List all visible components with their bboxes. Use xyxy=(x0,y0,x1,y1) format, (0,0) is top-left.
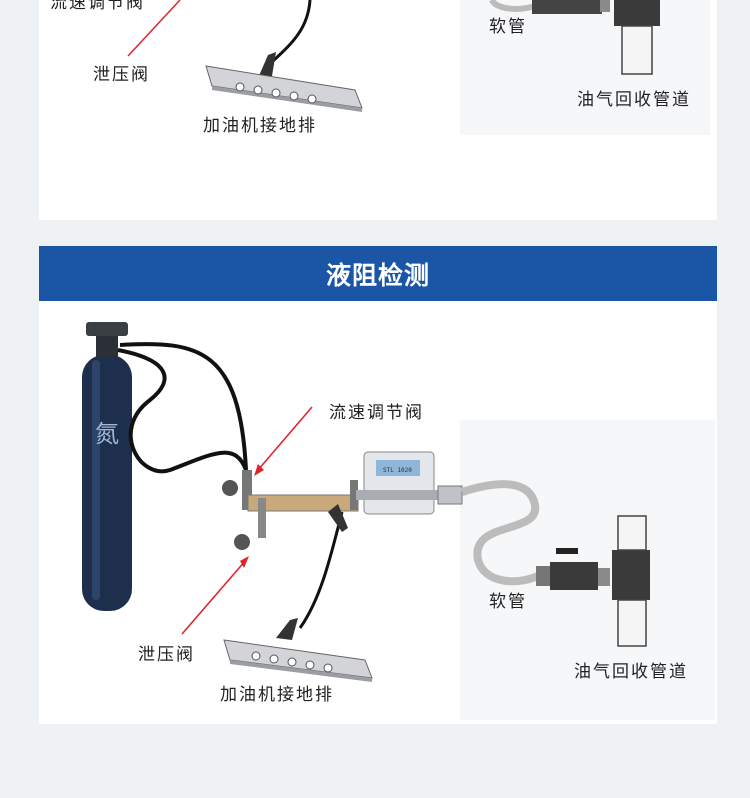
flow-meter-icon xyxy=(356,451,463,515)
top-relief-arrow xyxy=(127,0,181,57)
relief-valve-arrowhead xyxy=(240,556,249,568)
top-ground-clamp xyxy=(258,52,276,78)
vapor-pipe-label: 油气回收管道 xyxy=(574,662,688,682)
ground-clamp xyxy=(276,618,298,640)
meter-clamp xyxy=(328,504,348,532)
flow-valve-arrowhead xyxy=(254,464,264,476)
top-valve-icon xyxy=(532,0,660,26)
flow-valve-arrow xyxy=(257,406,313,471)
section-title: 液阻检测 xyxy=(325,260,430,290)
ground-bar-icon xyxy=(223,639,373,682)
pipe-icon xyxy=(617,515,647,647)
flow-valve-label: 流速调节阀 xyxy=(329,403,424,423)
cylinder-hose-1 xyxy=(119,342,248,471)
meter-display: STL 1020 xyxy=(383,467,412,474)
hose-icon xyxy=(460,480,542,586)
section-header: 液阻检测 xyxy=(39,246,717,301)
top-ground-bar-icon xyxy=(205,65,363,112)
top-ground-cable xyxy=(270,0,312,64)
top-vapor-pipe-label: 油气回收管道 xyxy=(577,90,691,110)
top-flow-valve-label: 流速调节阀 xyxy=(50,0,145,13)
hose-label: 软管 xyxy=(489,592,527,612)
relief-valve-label: 泄压阀 xyxy=(138,645,195,665)
vapor-valve-icon xyxy=(536,548,650,600)
top-relief-valve-label: 泄压阀 xyxy=(93,65,150,85)
top-hose-label: 软管 xyxy=(489,17,527,37)
relief-valve-arrow xyxy=(181,559,247,635)
nitrogen-cylinder-icon xyxy=(82,322,132,611)
top-ground-bar-label: 加油机接地排 xyxy=(203,116,317,136)
top-hose xyxy=(489,0,536,12)
top-bg-texture xyxy=(460,0,710,135)
ground-cable xyxy=(298,511,344,629)
valve-icon xyxy=(222,470,359,550)
top-pipe-icon xyxy=(621,25,653,75)
cylinder-hose-2 xyxy=(117,348,248,474)
ground-bar-label: 加油机接地排 xyxy=(220,685,334,705)
cylinder-char: 氮 xyxy=(95,420,119,448)
